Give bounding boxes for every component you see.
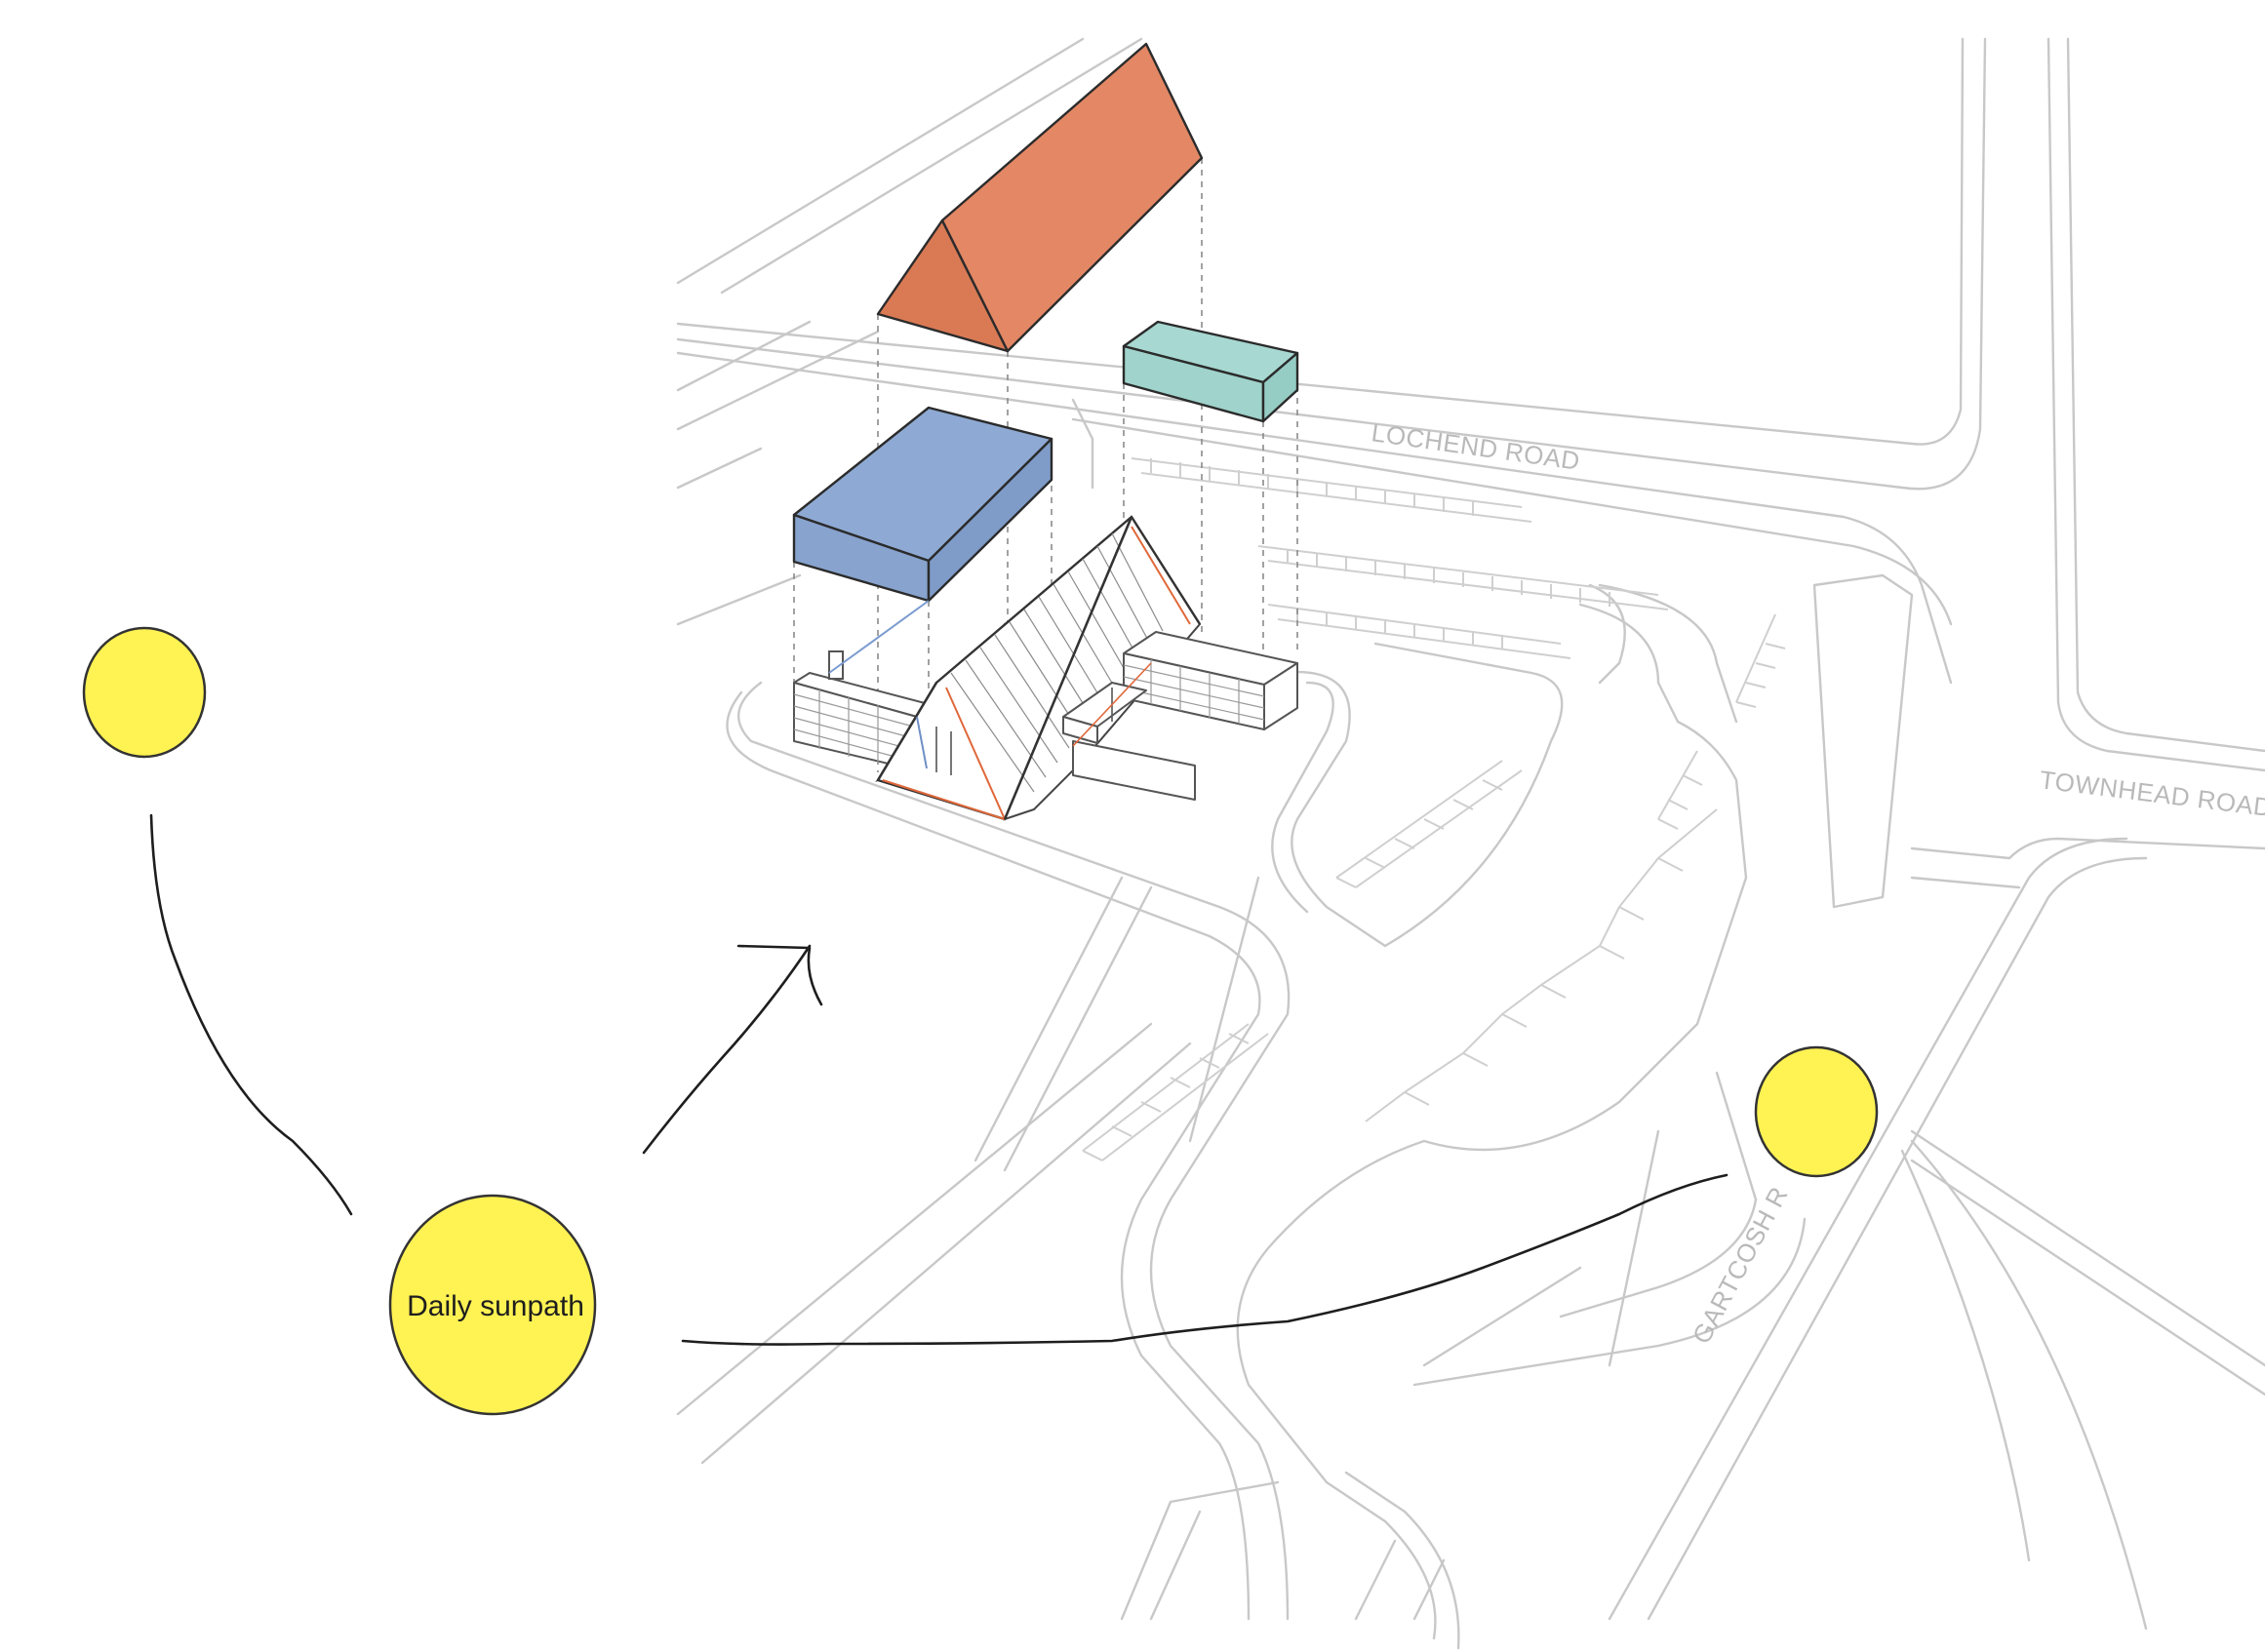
- sun-evening-icon: [1754, 1045, 1879, 1178]
- blue-volume: [792, 406, 1053, 603]
- lochend-road-label: LOCHEND ROAD: [1370, 417, 1582, 476]
- sunpath-arc-left: [149, 813, 353, 1216]
- sun-morning-icon: [82, 626, 207, 759]
- road-network: [676, 37, 2265, 1650]
- chimney: [828, 650, 844, 680]
- sunpath-arc-bottom: [681, 1173, 1729, 1346]
- sun-path: [149, 813, 1729, 1346]
- parking-bays: [1082, 457, 1786, 1161]
- sun-midday-icon: Daily sunpath: [388, 1194, 597, 1416]
- townhead-road-label: TOWNHEAD ROAD: [2038, 765, 2265, 822]
- roof-volume: [876, 42, 1204, 353]
- sunpath-arrowhead: [736, 944, 823, 1006]
- sunpath-arc-middle: [642, 944, 812, 1155]
- sunpath-label: Daily sunpath: [407, 1290, 584, 1322]
- church-building: [793, 515, 1298, 821]
- teal-volume: [1122, 320, 1299, 423]
